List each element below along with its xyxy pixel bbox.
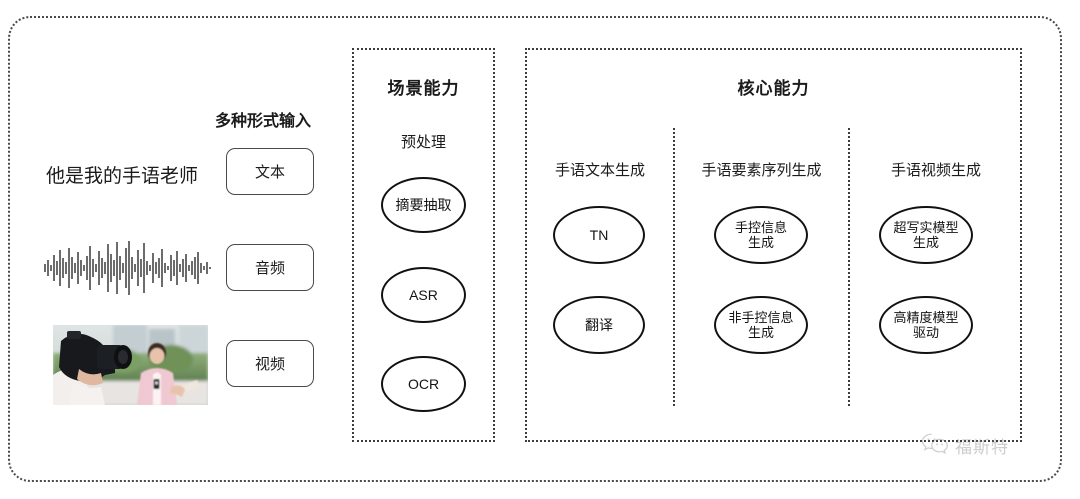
modality-box-audio[interactable]: 音频 [226, 244, 314, 291]
core-node-manual-signal[interactable]: 手控信息 生成 [714, 206, 808, 264]
modality-label: 音频 [254, 260, 285, 277]
node-label-line1: 手控信息 [734, 219, 787, 235]
core-column-divider-1 [673, 128, 675, 406]
node-label-line2: 驱动 [912, 325, 939, 340]
core-column-header-text: 手语文本生成 [554, 162, 645, 179]
scene-panel-title: 场景能力 [387, 79, 460, 98]
scene-node-ocr[interactable]: OCR [381, 356, 466, 412]
core-capability-panel: 核心能力 [525, 48, 1022, 442]
node-label: 非手控信息 生成 [728, 310, 793, 341]
node-label: ASR [409, 286, 438, 303]
node-label-line1: 非手控信息 [728, 309, 794, 325]
core-column-header-video: 手语视频生成 [890, 162, 981, 179]
modality-box-video[interactable]: 视频 [226, 340, 314, 387]
modality-label: 文本 [254, 164, 285, 181]
waveform-icon [40, 238, 220, 298]
core-node-nonmanual-signal[interactable]: 非手控信息 生成 [714, 296, 808, 354]
core-node-translate[interactable]: 翻译 [553, 296, 645, 354]
scene-column-header: 预处理 [400, 134, 446, 151]
node-label: 摘要抽取 [395, 196, 452, 213]
modality-label: 视频 [254, 356, 285, 373]
node-label: 手控信息 生成 [735, 220, 787, 251]
input-section-heading: 多种形式输入 [215, 113, 312, 130]
watermark: 福斯特 [920, 432, 1009, 459]
scene-capability-panel: 场景能力 [352, 48, 495, 442]
node-label-line1: 高精度模型 [893, 309, 959, 325]
core-column-divider-2 [848, 128, 850, 406]
core-panel-title: 核心能力 [737, 79, 810, 98]
scene-node-asr[interactable]: ASR [381, 267, 466, 323]
core-node-highprecision-model[interactable]: 高精度模型 驱动 [879, 296, 973, 354]
node-label-line1: TN [589, 226, 609, 243]
scene-node-summary[interactable]: 摘要抽取 [381, 177, 466, 233]
node-label: 高精度模型 驱动 [893, 310, 958, 341]
core-node-photoreal-model[interactable]: 超写实模型 生成 [879, 206, 973, 264]
modality-box-text[interactable]: 文本 [226, 148, 314, 195]
node-label: OCR [407, 375, 440, 392]
node-label-line2: 生成 [747, 325, 774, 340]
node-label-line1: 超写实模型 [893, 219, 959, 235]
wechat-icon [920, 432, 950, 459]
node-label-line2: 生成 [912, 235, 939, 250]
node-label: 超写实模型 生成 [893, 220, 958, 251]
core-node-tn[interactable]: TN [553, 206, 645, 264]
node-label-line1: 翻译 [585, 316, 613, 333]
input-sample-sentence: 他是我的手语老师 [46, 166, 199, 187]
node-label-line2: 生成 [747, 235, 774, 250]
video-thumbnail-icon [53, 325, 208, 405]
core-column-header-gloss: 手语要素序列生成 [701, 162, 822, 179]
watermark-text: 福斯特 [955, 438, 1009, 458]
